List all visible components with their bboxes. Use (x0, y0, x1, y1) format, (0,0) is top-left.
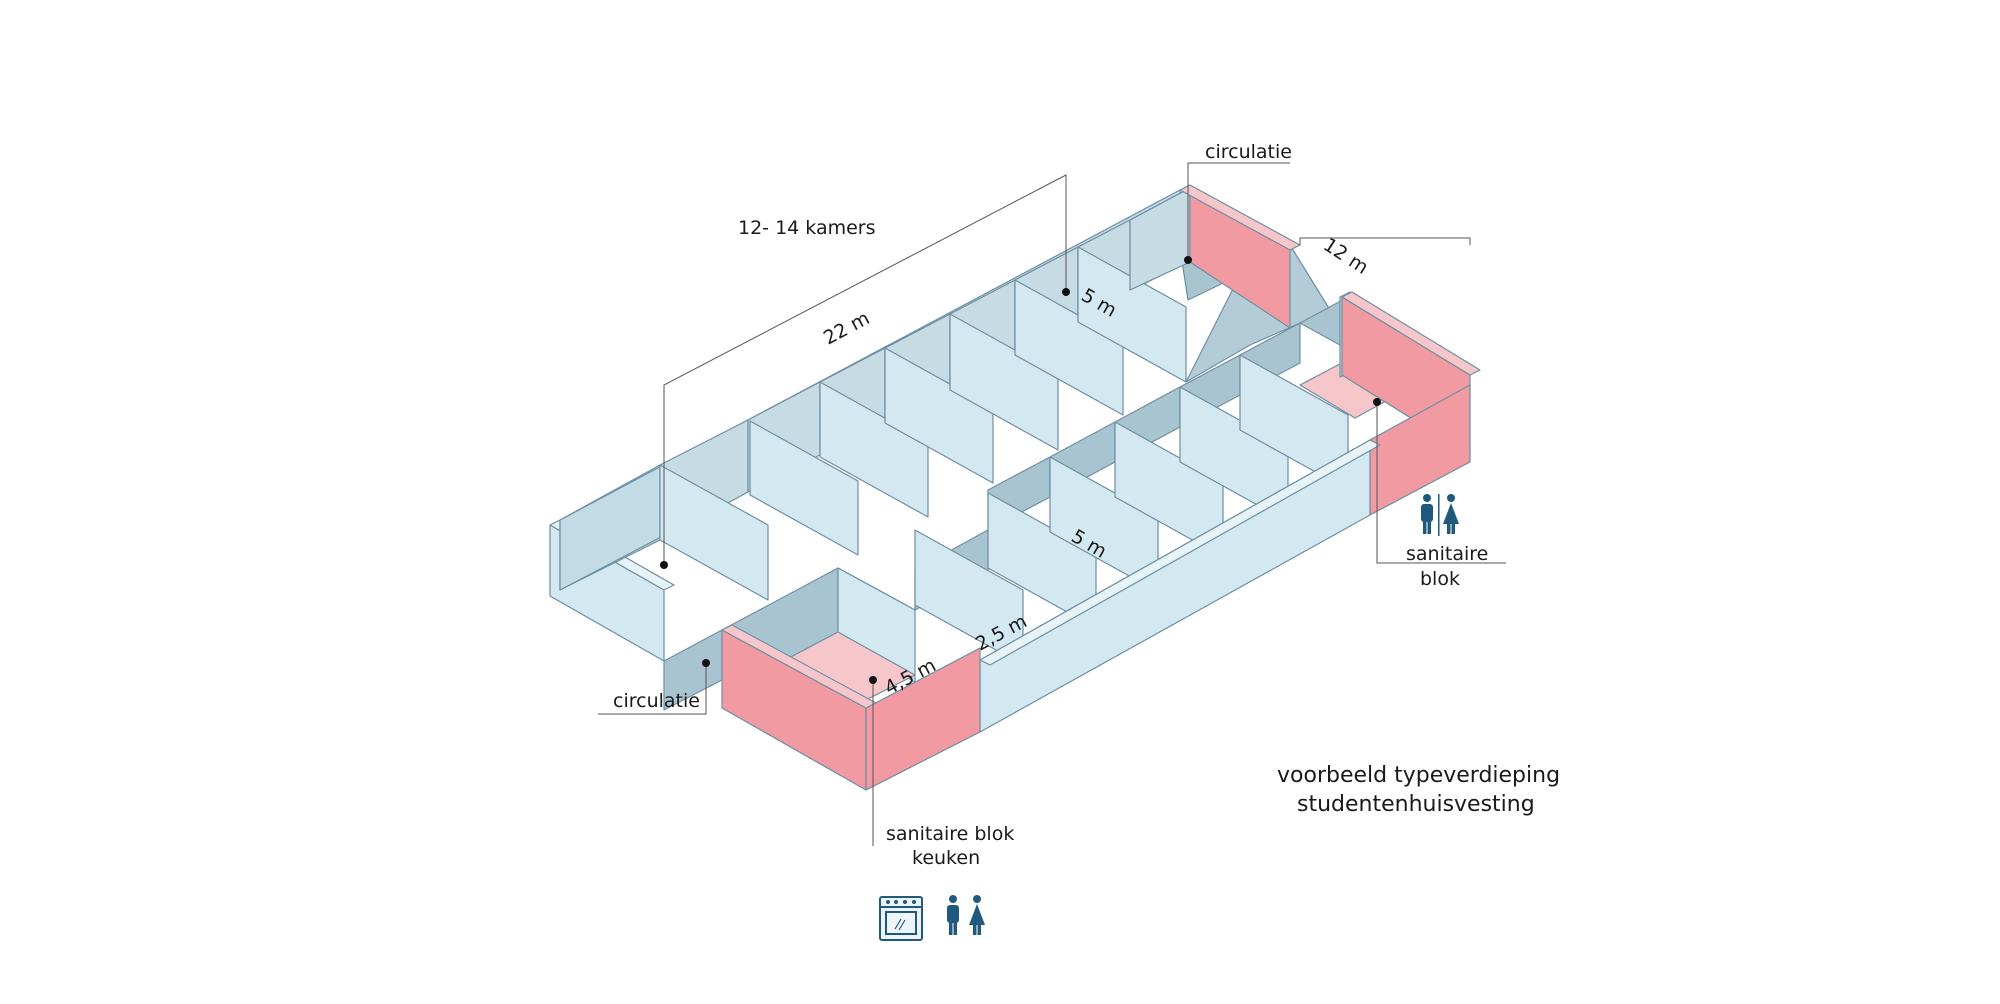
sanitary-kitchen-wall-front (865, 647, 981, 791)
front-long-wall-top (979, 439, 1381, 666)
sanitary-right-label-2: blok (1420, 568, 1460, 590)
dot-sanitary-right (1373, 398, 1381, 406)
circulation-top-label: circulatie (1205, 141, 1292, 163)
toilet-man-woman-icon (1421, 494, 1459, 536)
sanitary-kitchen-label-2: keuken (912, 847, 980, 869)
dot-length-right (1062, 288, 1070, 296)
caption-line-1: voorbeeld typeverdieping (1277, 763, 1560, 788)
sanitary-block-right (1299, 291, 1481, 516)
dot-circulation-top (1184, 256, 1192, 264)
building (549, 184, 1481, 791)
width-label: 12 m (1319, 234, 1372, 279)
sanitary-right-leader (1376, 402, 1506, 564)
dot-length-left (660, 561, 668, 569)
room-top-2-wall (749, 420, 859, 556)
leader-dots (660, 256, 1381, 684)
bottom-row-rooms (721, 322, 1349, 683)
sanitary-right-label-1: sanitaire (1406, 543, 1488, 565)
oven-icon (879, 896, 923, 941)
sanitary-right-side-top (1341, 291, 1481, 376)
room-top-1-wall (659, 464, 769, 601)
length-label: 22 m (820, 307, 873, 349)
top-row-rooms (659, 219, 1187, 601)
circulation-left-leader (598, 663, 707, 715)
width-dimension-line (1299, 237, 1471, 245)
dot-sanitary-kitchen (869, 676, 877, 684)
sanitary-kitchen-wall-top (721, 624, 877, 709)
toilet-man-woman-icon (947, 895, 985, 935)
length-dimension-line (663, 174, 1067, 565)
dot-circulation-left (702, 659, 710, 667)
circulation-left-label: circulatie (613, 690, 700, 712)
caption-line-2: studentenhuisvesting (1297, 792, 1535, 817)
rooms-count-label: 12- 14 kamers (738, 217, 876, 239)
sanitary-kitchen-label-1: sanitaire blok (886, 823, 1014, 845)
stair-circulation-block (1129, 184, 1331, 383)
dimension-lines (598, 162, 1506, 846)
circulation-top-leader (1187, 162, 1290, 260)
